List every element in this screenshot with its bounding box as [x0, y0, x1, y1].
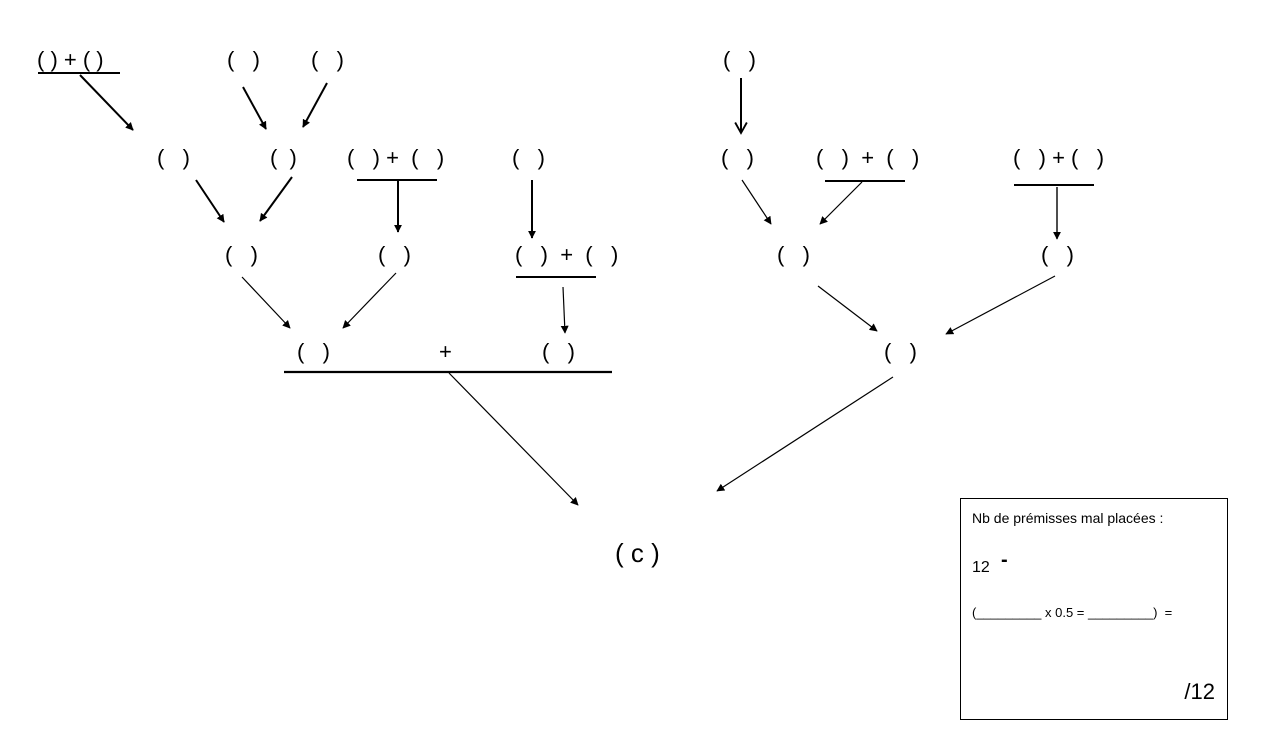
premise-r3-n2: ( ) [378, 242, 411, 267]
arrow-r4bar-conclusion [448, 372, 579, 506]
arrow-r3n5-r4n3 [945, 275, 1056, 335]
score-box-formula: (_________ x 0.5 = _________) = [972, 605, 1173, 620]
score-box-total: /12 [1184, 679, 1215, 704]
premise-r2-n5: ( ) [721, 145, 754, 170]
arrow-r2n6-r3n4 [819, 181, 863, 225]
premise-r2-n2: ( ) [270, 145, 297, 170]
arrow-r1n2-r2n2 [242, 86, 267, 130]
score-box-minus: - [1001, 549, 1008, 571]
premise-r3-n1: ( ) [225, 242, 258, 267]
arrow-r3n2-r4n1 [342, 272, 397, 329]
arrow-r1n1-r2n1 [79, 74, 134, 131]
premise-r3-n3: ( ) + ( ) [515, 242, 619, 267]
premise-r4-n1: ( ) [297, 339, 330, 364]
premise-r4-n3: ( ) [884, 339, 917, 364]
premise-r1-n1: ( ) + ( ) [37, 47, 104, 72]
premise-r2-n7: ( ) + ( ) [1013, 145, 1105, 170]
score-box-title: Nb de prémisses mal placées : [972, 510, 1164, 526]
arrow-r3n4-r4n3 [817, 285, 878, 332]
premise-r4-plus: + [439, 339, 452, 364]
score-box-base: 12 [972, 559, 990, 576]
premise-r3-n5: ( ) [1041, 242, 1074, 267]
premise-r1-n4: ( ) [723, 47, 756, 72]
arrow-r2n5-r3n4 [741, 179, 772, 225]
score-box: Nb de prémisses mal placées : 12 - (____… [960, 498, 1228, 720]
arrow-r3n3-r4n2 [560, 286, 569, 334]
premise-r1-n2: ( ) [227, 47, 260, 72]
premise-r1-n3: ( ) [311, 47, 344, 72]
arrow-r2n2-r3n1 [259, 176, 293, 222]
arrow-r4n3-conclusion [716, 376, 894, 492]
conclusion-node: ( c ) [615, 538, 660, 568]
premise-r4-n2: ( ) [542, 339, 575, 364]
premise-r2-n6: ( ) + ( ) [816, 145, 920, 170]
arrow-r3n1-r4n1 [241, 276, 291, 329]
premise-r2-n1: ( ) [157, 145, 190, 170]
arrow-r2n1-r3n1 [195, 179, 225, 223]
premise-r3-n4: ( ) [777, 242, 810, 267]
arrow-r1n3-r2n2 [302, 82, 328, 128]
premise-r2-n4: ( ) [512, 145, 545, 170]
premise-r2-n3: ( ) + ( ) [347, 145, 445, 170]
